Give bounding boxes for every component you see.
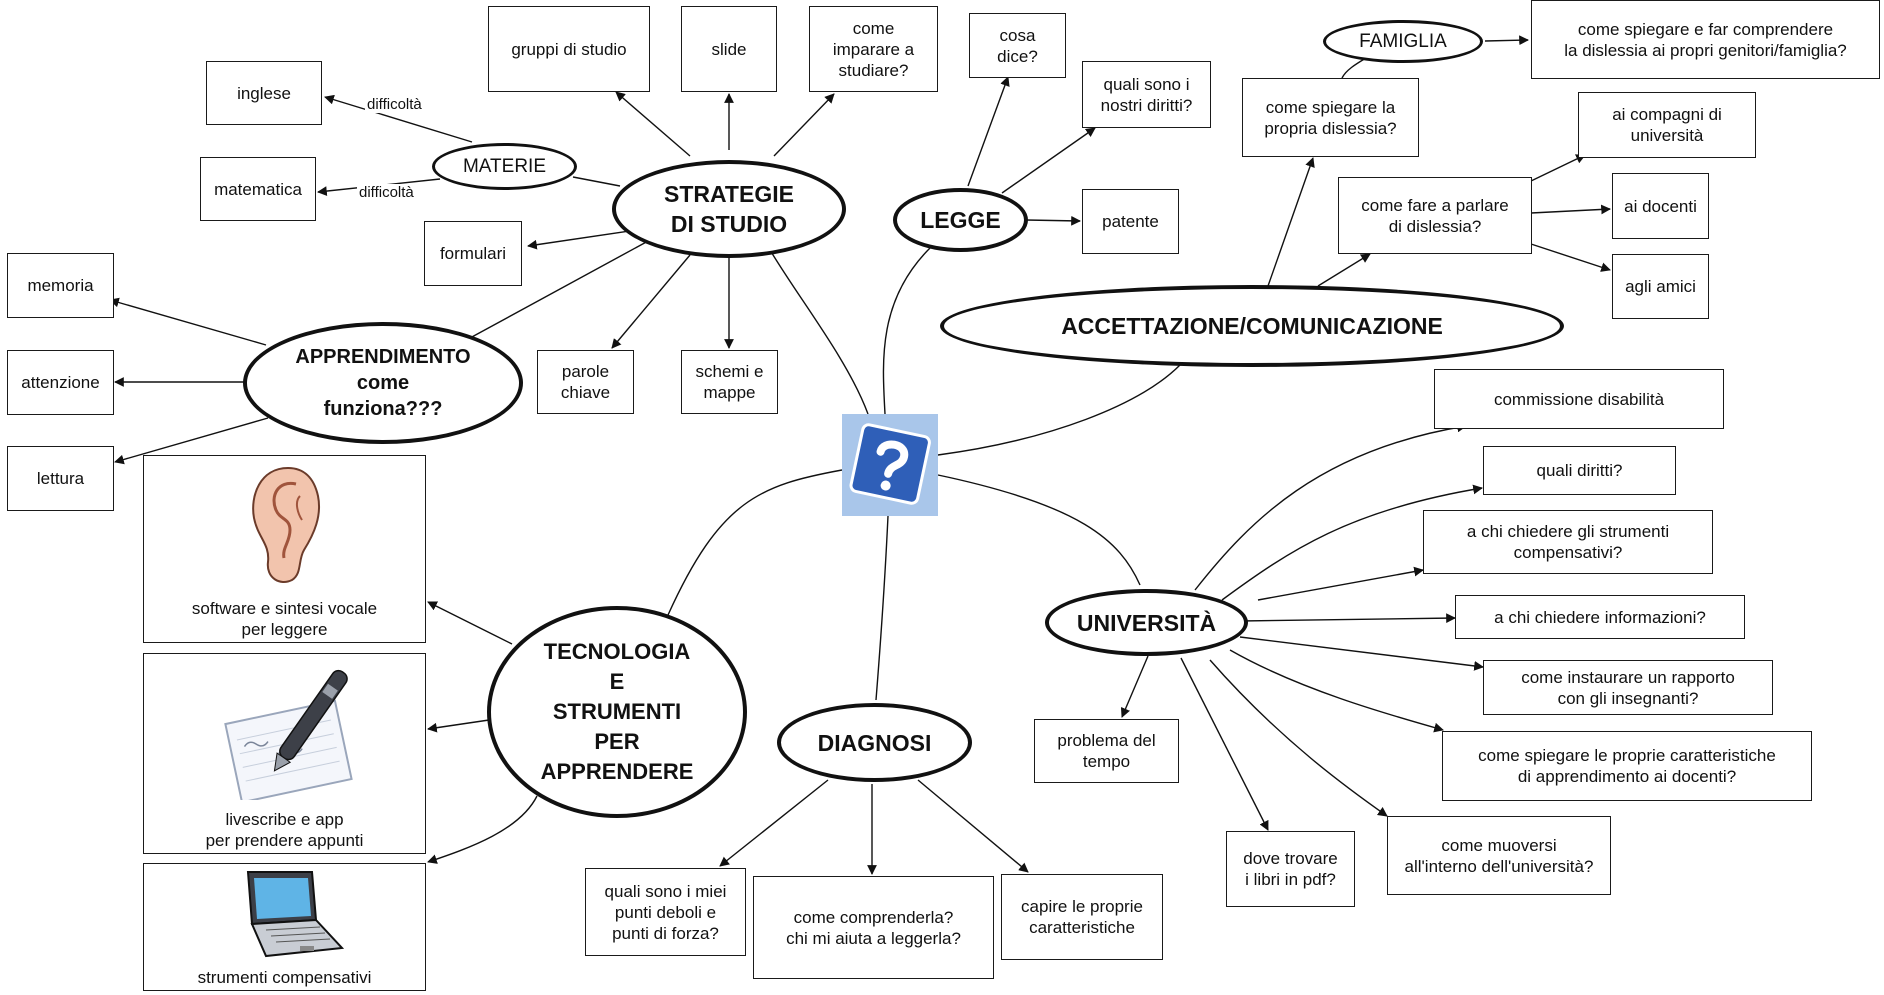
node-ai-compagni-di-universita: ai compagni di università	[1578, 92, 1756, 158]
caption-software-sintesi-vocale: software e sintesi vocale per leggere	[191, 599, 378, 639]
node-accettazione-comunicazione: ACCETTAZIONE/COMUNICAZIONE	[940, 285, 1564, 367]
node-capire-caratteristiche: capire le proprie caratteristiche	[1001, 874, 1163, 960]
node-inglese: inglese	[206, 61, 322, 125]
smartpen-notepad-icon	[224, 669, 353, 800]
node-come-spiegare-caratteristiche-ai-docenti: come spiegare le proprie caratteristiche…	[1442, 731, 1812, 801]
node-come-comprenderla: come comprenderla? chi mi aiuta a legger…	[753, 876, 994, 979]
node-strumenti-compensativi: strumenti compensativi	[143, 863, 426, 991]
node-tecnologia: TECNOLOGIA E STRUMENTI PER APPRENDERE	[487, 606, 747, 818]
node-apprendimento: APPRENDIMENTO come funziona???	[243, 322, 523, 444]
link-label-difficolta-matematica: difficoltà	[357, 184, 416, 201]
node-quali-sono-i-nostri-diritti: quali sono i nostri diritti?	[1082, 61, 1211, 128]
caption-livescribe-e-app: livescribe e app per prendere appunti	[205, 810, 364, 850]
link-center-legge	[882, 247, 931, 415]
node-come-fare-a-parlare-di-dislessia: come fare a parlare di dislessia?	[1338, 177, 1532, 254]
node-matematica: matematica	[200, 157, 316, 221]
node-cosa-dice: cosa dice?	[969, 13, 1066, 78]
link-center-tecnologia	[667, 469, 843, 616]
node-come-muoversi-universita: come muoversi all'interno dell'universit…	[1387, 816, 1611, 895]
link-center-diagnosi	[875, 515, 889, 701]
ear-icon	[252, 466, 320, 583]
node-come-imparare-a-studiare: come imparare a studiare?	[809, 6, 938, 92]
laptop-icon	[246, 871, 345, 958]
node-punti-deboli-e-forza: quali sono i miei punti deboli e punti d…	[585, 868, 746, 956]
node-parole-chiave: parole chiave	[537, 350, 634, 414]
node-schemi-e-mappe: schemi e mappe	[681, 350, 778, 414]
node-famiglia: FAMIGLIA	[1323, 20, 1483, 63]
node-a-chi-chiedere-strumenti: a chi chiedere gli strumenti compensativ…	[1423, 510, 1713, 574]
node-come-instaurare-un-rapporto: come instaurare un rapporto con gli inse…	[1483, 660, 1773, 715]
node-livescribe-e-app: livescribe e app per prendere appunti	[143, 653, 426, 854]
link-strategie-materie	[572, 176, 621, 187]
link-label-difficolta-inglese: difficoltà	[365, 96, 424, 113]
node-agli-amici: agli amici	[1612, 254, 1709, 319]
node-lettura: lettura	[7, 446, 114, 511]
node-diagnosi: DIAGNOSI	[777, 703, 972, 782]
node-patente: patente	[1082, 189, 1179, 254]
node-software-sintesi-vocale: software e sintesi vocale per leggere	[143, 455, 426, 643]
node-formulari: formulari	[424, 221, 522, 286]
node-spiegare-ai-genitori: come spiegare e far comprendere la disle…	[1531, 0, 1880, 79]
node-quali-diritti: quali diritti?	[1483, 446, 1676, 495]
node-ai-docenti: ai docenti	[1612, 173, 1709, 239]
node-a-chi-chiedere-informazioni: a chi chiedere informazioni?	[1455, 595, 1745, 639]
node-attenzione: attenzione	[7, 350, 114, 415]
caption-strumenti-compensativi: strumenti compensativi	[197, 968, 372, 987]
link-center-accettazione	[937, 364, 1181, 456]
node-commissione-disabilita: commissione disabilità	[1434, 369, 1724, 429]
node-legge: LEGGE	[893, 188, 1028, 252]
link-strategie-apprendimento	[469, 239, 651, 339]
node-problema-del-tempo: problema del tempo	[1034, 719, 1179, 783]
node-memoria: memoria	[7, 253, 114, 318]
node-gruppi-di-studio: gruppi di studio	[488, 6, 650, 92]
node-come-spiegare-la-propria-dislessia: come spiegare la propria dislessia?	[1242, 78, 1419, 157]
node-materie: MATERIE	[432, 143, 577, 190]
node-dove-trovare-libri-pdf: dove trovare i libri in pdf?	[1226, 831, 1355, 907]
node-slide: slide	[681, 6, 777, 92]
question-mark-icon	[842, 414, 938, 516]
node-strategie-di-studio: STRATEGIE DI STUDIO	[612, 160, 846, 258]
link-center-strategie	[769, 249, 869, 415]
link-center-universita	[937, 474, 1141, 586]
node-universita: UNIVERSITÀ	[1045, 589, 1248, 656]
